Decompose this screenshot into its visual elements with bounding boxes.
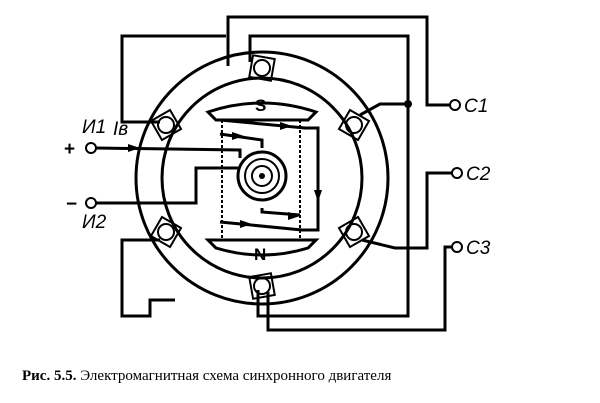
field-winding-lower (260, 208, 301, 217)
lead-i1 (95, 146, 242, 158)
current-arrow (232, 132, 244, 140)
label-c2: С2 (466, 164, 491, 185)
pole-n-label: N (254, 245, 266, 264)
label-i1: И1 (82, 117, 106, 138)
wire-upper-right (359, 102, 408, 117)
figure-caption: Рис. 5.5. Электромагнитная схема синхрон… (22, 368, 391, 385)
current-arrow-iv (128, 144, 140, 152)
current-arrow (288, 212, 300, 220)
terminal-c2[interactable] (451, 167, 463, 179)
current-arrow (240, 220, 252, 228)
wire-c1 (226, 15, 450, 107)
label-i2: И2 (82, 212, 107, 233)
label-plus: + (64, 139, 75, 160)
current-arrow (280, 122, 292, 130)
terminal-c3[interactable] (451, 241, 463, 253)
terminal-i2[interactable] (85, 197, 97, 209)
field-winding (219, 118, 320, 232)
wire-left-frame (120, 34, 226, 124)
pole-s-shoe (205, 101, 319, 122)
pole-n-shoe (204, 238, 320, 257)
slip-rings (236, 150, 288, 202)
wire-left-lower (120, 238, 175, 318)
current-arrow (314, 190, 322, 202)
wire-frame (248, 34, 410, 318)
wire-c2 (361, 171, 452, 250)
junction-dot (404, 100, 412, 108)
stator-slots (149, 54, 371, 300)
label-minus: − (66, 194, 77, 215)
caption-text: Электромагнитная схема синхронного двига… (80, 368, 392, 384)
pole-s-label: S (255, 96, 266, 115)
caption-number: Рис. 5.5. (22, 368, 77, 384)
label-c1: С1 (464, 96, 488, 117)
wire-c3 (266, 245, 452, 332)
label-c3: С3 (466, 238, 491, 259)
stator-outer (134, 50, 390, 306)
terminal-c1[interactable] (449, 99, 461, 111)
terminal-i1[interactable] (85, 142, 97, 154)
label-iv: Iв (113, 119, 128, 140)
lead-i2 (96, 166, 238, 205)
